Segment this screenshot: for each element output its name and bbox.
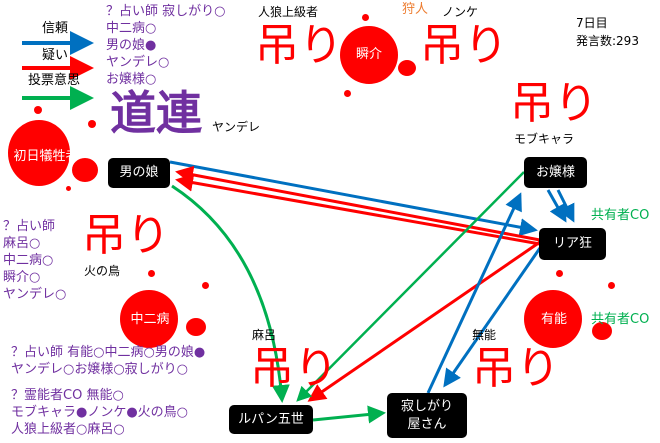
player-otokonoko[interactable]: 男の娘 [108, 158, 170, 188]
seer-line: お嬢様○ [106, 72, 157, 87]
name-jinrou-joukyuu: 人狼上級者 [258, 5, 319, 19]
trust-arrow [169, 160, 538, 237]
dead-chuunibyou[interactable]: 中二病 [130, 312, 170, 327]
seer-line: ？占い師 寂しがり○ [106, 4, 226, 19]
medium-line: モブキャラ●ノンケ●火の鳥○ [11, 405, 189, 420]
hang-mark: 吊り [472, 343, 560, 394]
seer-line: ？占い師 有能○中二病○男の娘● [11, 345, 206, 360]
trust-arrow [546, 189, 567, 223]
post-count: 発言数:293 [576, 34, 639, 48]
legend-trust-label: 信頼 [42, 21, 69, 36]
seer-line: ヤンデレ○ [3, 287, 67, 302]
name-nonke: ノンケ [442, 5, 479, 19]
player-riakyou[interactable]: リア狂 [539, 228, 606, 260]
hunter-label: 狩人 [402, 2, 429, 17]
player-sabishigari[interactable]: 寂しがり 屋さん [387, 393, 467, 438]
player-ojousama[interactable]: お嬢様 [524, 157, 587, 188]
dead-first-victim[interactable]: 初日犠牲者 [13, 149, 79, 164]
seer-line: 中二病○ [106, 21, 157, 36]
name-munou: 無能 [472, 328, 497, 342]
doubt-arrow [175, 173, 541, 246]
medium-line: ？霊能者CO 無能○ [11, 388, 124, 403]
hang-mark: 吊り [255, 20, 343, 71]
legend-vote-label: 投票意思 [28, 73, 81, 88]
dead-shunsuke[interactable]: 瞬介 [355, 47, 383, 62]
seer-line: 瞬介○ [3, 270, 41, 285]
player-name-line: 寂しがり [400, 398, 453, 414]
doubt-arrow [307, 240, 541, 402]
seer-result-1: ？占い師 寂しがり○ 中二病○ 男の娘● ヤンデレ○ お嬢様○ [106, 3, 225, 88]
game-status: 7日目 発言数:293 [576, 14, 639, 50]
hang-mark: 吊り [82, 210, 170, 261]
doubt-arrow [175, 165, 541, 242]
seer-line: ？占い師 [3, 219, 56, 234]
player-name-line: 屋さん [407, 416, 447, 432]
name-maro: 麻呂 [252, 328, 277, 342]
name-yandere: ヤンデレ [212, 120, 261, 134]
seer-result-3: ？占い師 有能○中二病○男の娘● ヤンデレ○お嬢様○寂しがり○ [11, 344, 205, 378]
legend-doubt-label: 疑い [42, 48, 69, 63]
trust-arrow [443, 247, 542, 388]
seer-line: 中二病○ [3, 253, 54, 268]
michizure-mark: 道連 [110, 86, 202, 140]
seer-line: ヤンデレ○お嬢様○寂しがり○ [11, 362, 189, 377]
player-lupin[interactable]: ルパン五世 [229, 405, 313, 434]
medium-result: ？霊能者CO 無能○ モブキャラ●ノンケ●火の鳥○ 人狼上級者○麻呂○ [11, 387, 188, 438]
seer-line: ヤンデレ○ [106, 55, 170, 70]
name-mobchara: モブキャラ [514, 132, 575, 146]
trust-arrow [556, 189, 575, 223]
vote-arrow [312, 405, 386, 424]
dead-yuunou[interactable]: 有能 [540, 312, 568, 327]
seer-line: 麻呂○ [3, 236, 41, 251]
seer-line: 男の娘● [106, 38, 157, 53]
name-hinotori: 火の鳥 [84, 264, 121, 278]
vote-arrow [296, 171, 525, 402]
seer-result-2: ？占い師 麻呂○ 中二病○ 瞬介○ ヤンデレ○ [3, 218, 66, 303]
shared-co-label: 共有者CO [591, 312, 650, 327]
shared-co-label: 共有者CO [591, 208, 650, 223]
vote-arrow [171, 184, 290, 403]
hang-mark: 吊り [250, 343, 338, 394]
trust-arrow [426, 192, 522, 394]
medium-line: 人狼上級者○麻呂○ [11, 422, 125, 437]
day-label: 7日目 [576, 16, 608, 30]
hang-mark: 吊り [510, 78, 598, 129]
hang-mark: 吊り [420, 20, 508, 71]
